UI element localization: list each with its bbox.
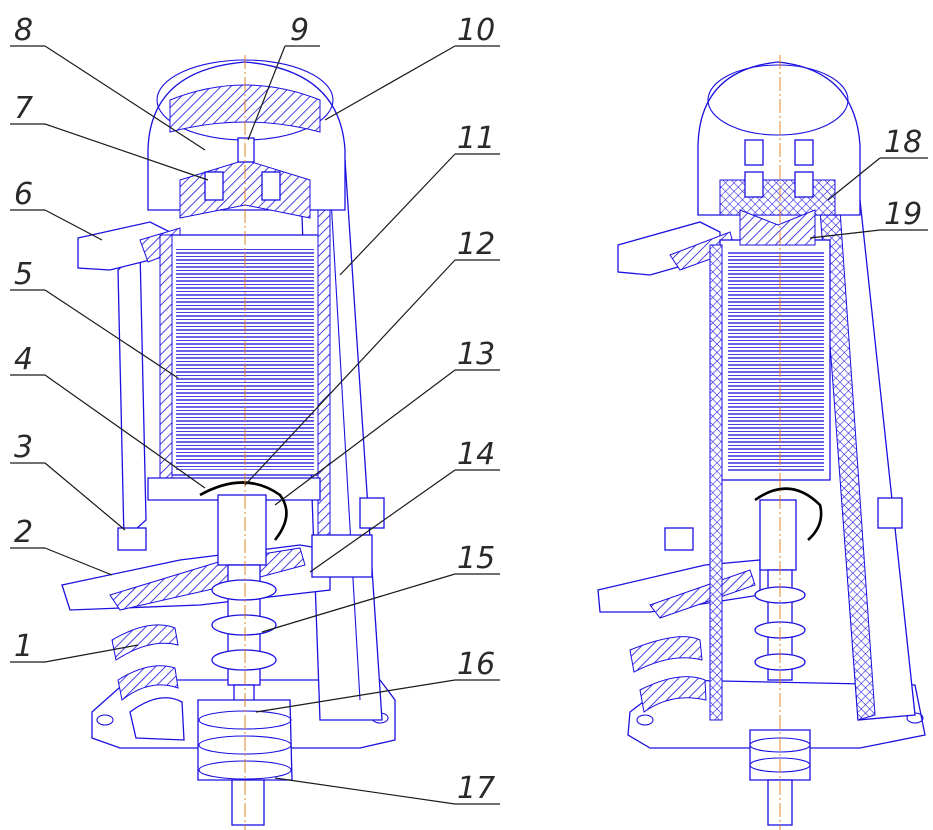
label-17: 17 bbox=[457, 771, 495, 806]
shaft-end bbox=[231, 779, 265, 826]
label-12: 12 bbox=[457, 227, 495, 262]
label-6: 6 bbox=[14, 177, 33, 212]
callouts: 8 9 10 7 11 6 12 5 13 4 bbox=[10, 13, 928, 806]
screw-9 bbox=[237, 137, 255, 163]
label-2: 2 bbox=[14, 515, 33, 550]
spring bbox=[199, 481, 288, 541]
label-19: 19 bbox=[884, 197, 922, 232]
left-assembly bbox=[61, 55, 396, 830]
bolt-3 bbox=[117, 527, 147, 551]
label-10: 10 bbox=[457, 13, 495, 48]
hub bbox=[217, 494, 267, 566]
bolt-right bbox=[359, 497, 385, 529]
label-16: 16 bbox=[457, 647, 495, 682]
label-3: 3 bbox=[14, 430, 33, 465]
side-column bbox=[117, 248, 147, 542]
screw-7b bbox=[261, 171, 281, 201]
screw-7 bbox=[204, 171, 224, 201]
label-8: 8 bbox=[14, 13, 33, 48]
bracket-14 bbox=[311, 534, 373, 578]
label-7: 7 bbox=[14, 91, 33, 126]
label-4: 4 bbox=[14, 342, 33, 377]
right-assembly bbox=[597, 55, 926, 830]
label-15: 15 bbox=[457, 541, 495, 576]
label-13: 13 bbox=[457, 337, 495, 372]
label-14: 14 bbox=[457, 437, 495, 472]
label-18: 18 bbox=[884, 125, 922, 160]
label-1: 1 bbox=[14, 629, 33, 664]
label-5: 5 bbox=[14, 257, 33, 292]
helical-blade bbox=[111, 624, 179, 661]
label-9: 9 bbox=[290, 13, 309, 48]
label-11: 11 bbox=[457, 121, 495, 156]
